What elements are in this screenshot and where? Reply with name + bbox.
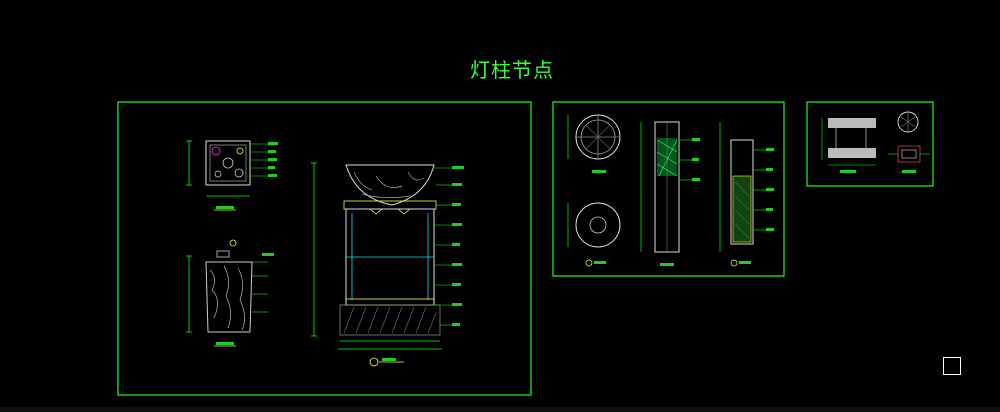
detail-round-plan-bottom bbox=[567, 202, 621, 267]
sheet-frame-small bbox=[806, 101, 934, 187]
detail-round-plan-top bbox=[567, 114, 621, 173]
drawing-title: 灯柱节点 bbox=[470, 58, 554, 82]
square-outline-icon[interactable] bbox=[943, 357, 961, 375]
plan-view-top bbox=[186, 140, 278, 211]
section-view-main bbox=[311, 162, 464, 350]
small-detail-elevation bbox=[821, 118, 876, 173]
elevation-view-left bbox=[186, 239, 274, 347]
sheet-frame-details bbox=[552, 101, 785, 277]
small-detail-plan bbox=[888, 111, 930, 173]
detail-column-elevation bbox=[640, 121, 700, 266]
circle-marker-icon bbox=[369, 357, 404, 367]
status-strip bbox=[0, 407, 1000, 412]
detail-column-section bbox=[719, 122, 774, 267]
sheet-frame-main bbox=[117, 101, 532, 396]
